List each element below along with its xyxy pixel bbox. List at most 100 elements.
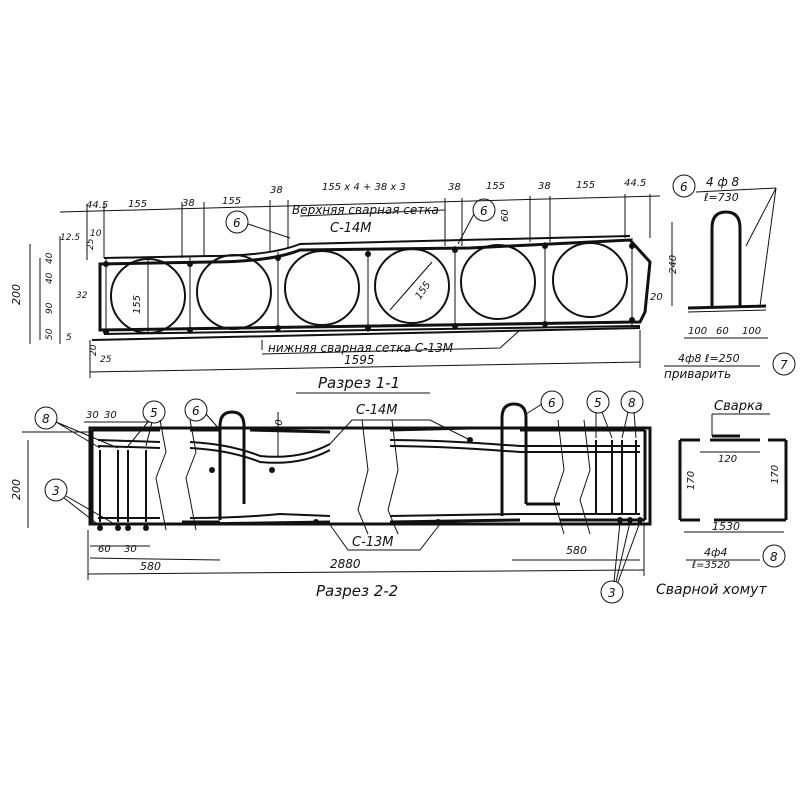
loop-dim: 60 — [716, 326, 729, 337]
callout-circle — [672, 174, 696, 198]
loop-dim-2: 60 — [274, 419, 285, 432]
bottom-dim: 30 — [124, 544, 137, 555]
top-dim: 38 — [270, 185, 283, 196]
section-1-title: Разрез 1-1 — [318, 374, 400, 392]
callout-8: 8 — [628, 396, 636, 410]
top-dim: 38 — [448, 182, 461, 193]
callout-6: 6 — [480, 204, 488, 218]
left-dim: 10 — [90, 229, 102, 239]
stirrup-height-right: 170 — [770, 465, 781, 484]
detail-loop: 6 4 ф 8 ℓ=730 240 100 60 100 4ф8 ℓ=250 п… — [664, 174, 796, 381]
lower-mesh-code-2: С-13М — [352, 535, 394, 550]
top-dim: 155 — [222, 196, 241, 207]
lower-mesh-bracket — [327, 521, 441, 551]
left-dim: 30 — [104, 410, 117, 421]
callout-circle — [472, 198, 496, 222]
upper-mesh-label: Верхняя сварная сетка — [292, 203, 439, 217]
left-dim: 25 — [86, 238, 96, 250]
loop-bar — [710, 210, 742, 306]
top-dim: 155 — [486, 181, 505, 192]
top-dim: 44.5 — [624, 178, 646, 189]
detail-stirrup: Сварка 120 170 170 1530 4ф4 ℓ=3520 8 Сва… — [656, 399, 788, 598]
upper-mesh-line — [103, 235, 631, 259]
lifting-loop-left — [218, 410, 246, 520]
callout-6: 6 — [192, 404, 200, 418]
stirrup-title: Сварной хомут — [656, 582, 767, 598]
upper-mesh-bracket — [329, 419, 471, 445]
upper-mesh-code: С-14М — [330, 221, 372, 236]
section-2-title: Разрез 2-2 — [316, 582, 398, 600]
top-dim: 155 — [576, 180, 595, 191]
void-height: 155 — [132, 295, 143, 314]
stirrup-callout: 8 — [770, 550, 778, 564]
top-dim: 38 — [538, 181, 551, 192]
slab-height: 200 — [10, 284, 23, 305]
total-length-line-2 — [87, 569, 645, 575]
callout-6: 6 — [233, 216, 241, 230]
loop-spec: 4 ф 8 — [706, 175, 740, 189]
section-2-2: С-14М С-13М 8 — [10, 390, 652, 604]
callout-3: 3 — [52, 484, 60, 498]
left-dim: 40 — [45, 272, 55, 284]
loop-bottom-spec: 4ф8 ℓ=250 — [678, 352, 740, 365]
void-circle — [284, 250, 360, 326]
left-dim: 40 — [45, 252, 55, 264]
slab-top — [92, 426, 645, 434]
slab-bottom — [92, 518, 645, 526]
left-dim: 50 — [45, 328, 55, 340]
left-dim: 5 — [66, 333, 72, 343]
lower-mesh-line — [103, 325, 641, 335]
top-dim: 155 — [128, 199, 147, 210]
callout-circle — [772, 352, 796, 376]
loop-base — [687, 304, 767, 310]
weld-length: 120 — [718, 454, 737, 465]
callout-8: 8 — [42, 412, 50, 426]
stirrup-width: 1530 — [712, 520, 740, 533]
void-circle — [374, 248, 450, 324]
void-circle — [196, 254, 272, 330]
void-circle — [460, 244, 536, 320]
top-dimension-line — [59, 195, 661, 213]
total-length-2: 2880 — [330, 557, 361, 571]
callout-circle — [225, 210, 249, 234]
top-small-dim: 60 — [500, 209, 511, 222]
loop-length: ℓ=730 — [703, 191, 739, 204]
callout-5: 5 — [150, 406, 158, 420]
lower-mesh-label: нижняя сварная сетка С-13М — [268, 341, 454, 355]
stirrup-spec: 4ф4 — [704, 546, 727, 559]
void-diameter: 155 — [413, 280, 433, 302]
left-dim: 12.5 — [60, 233, 80, 243]
void-circle — [552, 242, 628, 318]
left-dim: 30 — [86, 410, 99, 421]
left-dim: 25 — [100, 355, 112, 365]
left-dim: 90 — [45, 302, 55, 314]
slab-outline — [98, 238, 652, 332]
callout-5: 5 — [594, 396, 602, 410]
top-dim: 38 — [182, 198, 195, 209]
upper-mesh-code-2: С-14М — [356, 403, 398, 418]
right-dim: 20 — [650, 292, 663, 303]
lifting-loop-right — [500, 402, 528, 516]
top-dim: 155 x 4 + 38 x 3 — [322, 182, 406, 193]
stirrup-length: ℓ=3520 — [692, 560, 730, 571]
left-dim: 32 — [76, 291, 88, 301]
upper-mesh — [97, 439, 640, 458]
end-zone-left-line — [89, 557, 221, 561]
callout-3: 3 — [608, 586, 616, 600]
bottom-dim: 60 — [98, 544, 111, 555]
end-zone-left: 580 — [140, 560, 161, 573]
total-length-line — [89, 361, 641, 373]
callout-7: 7 — [780, 358, 788, 372]
weld-label: Сварка — [714, 399, 763, 414]
loop-dim: 100 — [742, 326, 761, 337]
loop-callout: 6 — [680, 180, 688, 194]
slab-bottom-edge — [91, 327, 641, 341]
loop-weld-note: приварить — [664, 367, 731, 381]
loop-dim: 100 — [688, 326, 707, 337]
callout-6: 6 — [548, 396, 556, 410]
end-zone-right: 580 — [566, 544, 587, 557]
left-dim: 20 — [89, 344, 99, 356]
stirrup-height-left: 170 — [686, 471, 697, 490]
slab-height-2: 200 — [10, 479, 23, 500]
